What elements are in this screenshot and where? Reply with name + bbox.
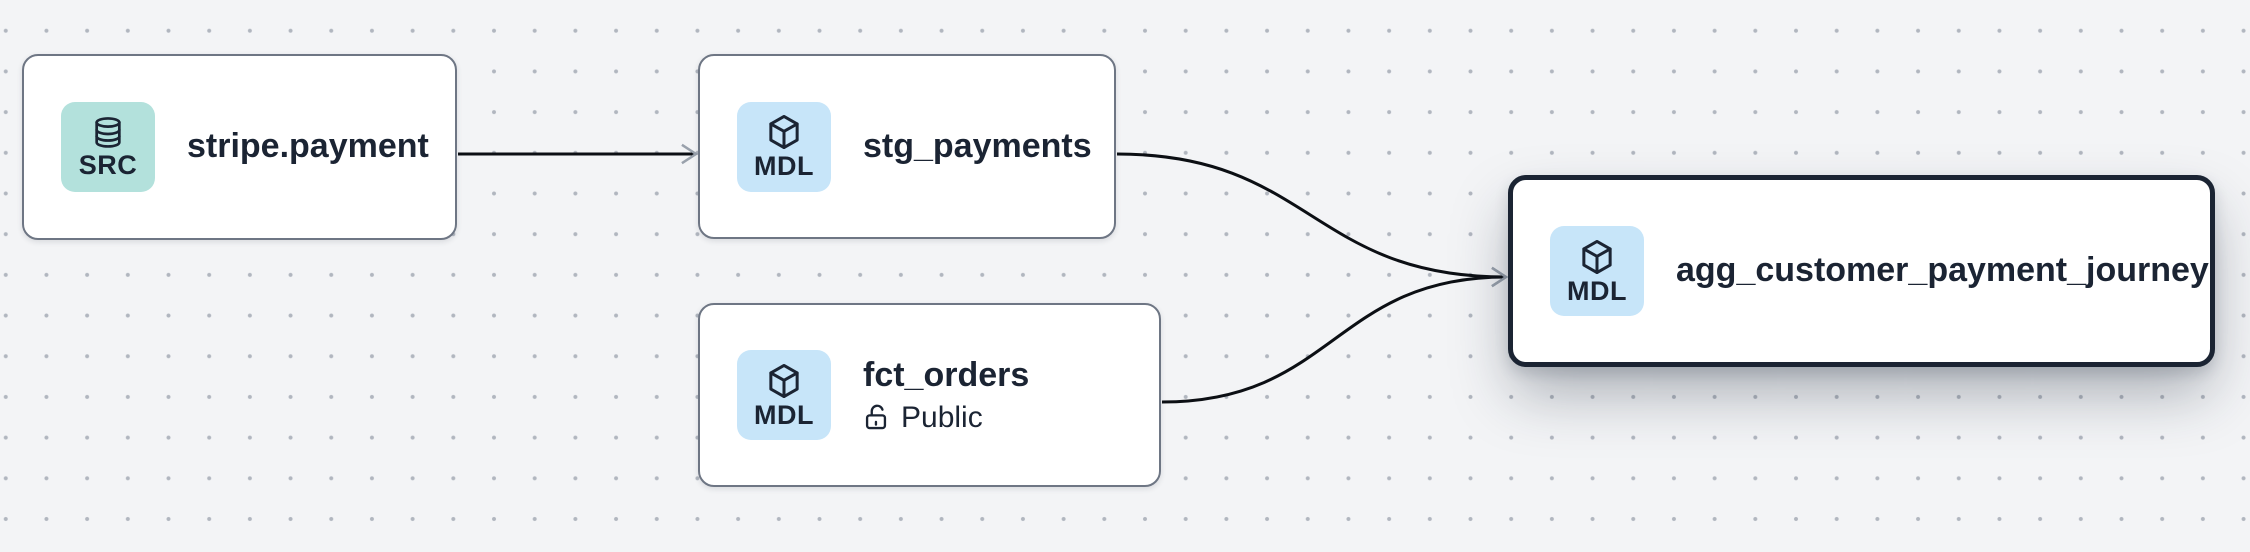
access-label: Public	[901, 400, 983, 434]
node-type-label: MDL	[754, 399, 814, 430]
node-stripe-payment[interactable]: SRC stripe.payment	[22, 54, 457, 240]
node-title: fct_orders	[863, 356, 1030, 395]
node-type-label: MDL	[1567, 275, 1627, 306]
node-agg-customer-payment-journey[interactable]: MDL agg_customer_payment_journey	[1508, 175, 2215, 367]
lock-open-icon	[865, 404, 887, 430]
node-title: stripe.payment	[187, 127, 429, 166]
cube-icon	[769, 363, 799, 398]
node-type-badge-mdl: MDL	[737, 350, 831, 440]
cube-icon	[769, 114, 799, 150]
cube-icon	[1582, 239, 1612, 274]
node-type-badge-src: SRC	[61, 102, 155, 192]
node-type-label: SRC	[78, 149, 138, 180]
edge-fct-orders-to-agg-customer-payment-journey[interactable]	[1161, 266, 1509, 404]
node-type-badge-mdl: MDL	[737, 101, 831, 192]
node-type-badge-mdl: MDL	[1550, 226, 1644, 316]
node-fct-orders[interactable]: MDL fct_orders Public	[698, 303, 1161, 487]
database-icon	[95, 116, 121, 148]
edge-stg-payments-to-agg-customer-payment-journey[interactable]	[1116, 152, 1509, 288]
node-type-label: MDL	[754, 151, 814, 181]
node-title: stg_payments	[863, 126, 1092, 165]
access-row: Public	[863, 401, 1029, 434]
node-text: fct_orders Public	[863, 356, 1029, 433]
node-title: agg_customer_payment_journey	[1676, 251, 2209, 290]
node-stg-payments[interactable]: MDL stg_payments	[698, 54, 1116, 239]
